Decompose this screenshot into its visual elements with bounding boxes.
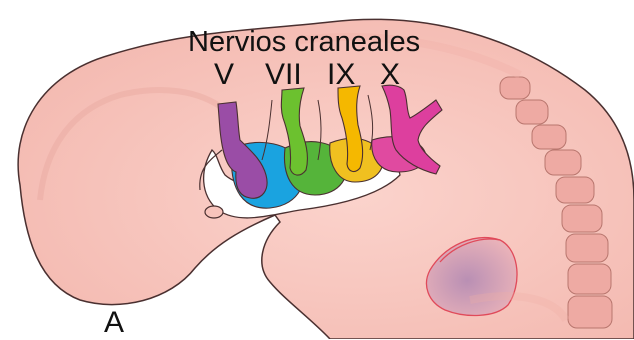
somite: [532, 125, 566, 149]
optic-vesicle: [205, 206, 223, 218]
nerve-label-vii: VII: [265, 58, 302, 92]
somite: [545, 150, 581, 175]
nerve-label-v: V: [214, 58, 234, 92]
somite: [562, 205, 602, 232]
panel-label: A: [104, 306, 124, 340]
diagram-title: Nervios craneales: [188, 26, 420, 59]
somite: [568, 296, 612, 328]
nerve-label-x: X: [380, 58, 400, 92]
somite: [556, 177, 594, 203]
somite: [500, 77, 530, 99]
somite: [568, 264, 611, 294]
somite: [566, 234, 608, 262]
somite: [516, 100, 548, 124]
nerve-label-ix: IX: [327, 58, 355, 92]
